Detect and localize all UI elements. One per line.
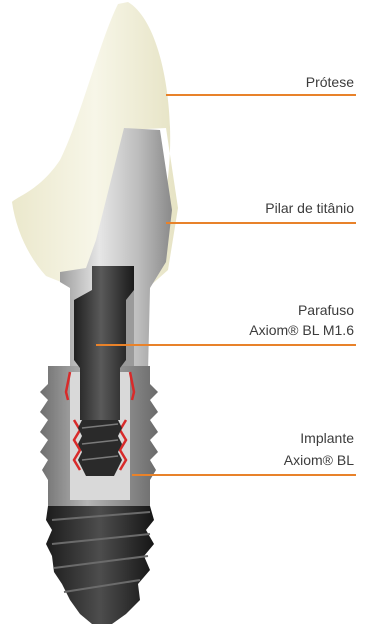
- label-screw-line1: Parafuso: [298, 300, 354, 320]
- leader-prosthesis: [166, 94, 356, 96]
- leader-titanium-abutment: [166, 222, 356, 224]
- implant-apical-threads: [46, 506, 154, 624]
- label-titanium-abutment: Pilar de titânio: [265, 198, 354, 218]
- label-prosthesis: Prótese: [306, 72, 354, 92]
- leader-implant: [132, 474, 356, 476]
- label-implant-line2: Axiom® BL: [284, 450, 354, 470]
- leader-screw: [96, 344, 356, 346]
- label-implant-line1: Implante: [300, 428, 354, 448]
- label-screw-line2: Axiom® BL M1.6: [249, 320, 354, 340]
